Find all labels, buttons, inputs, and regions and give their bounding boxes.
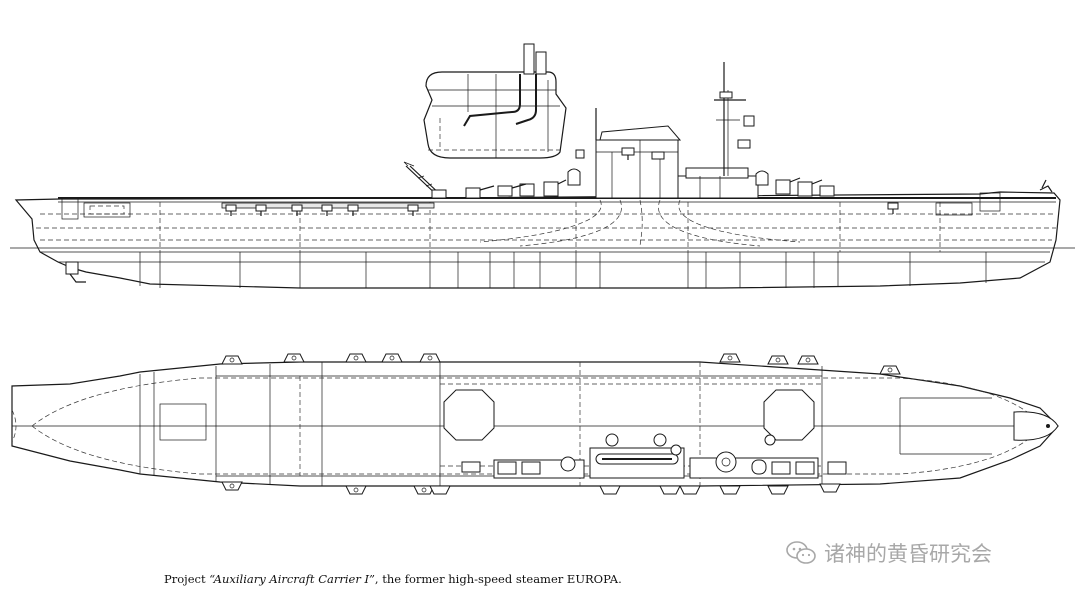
funnel-cap bbox=[599, 125, 682, 141]
watermark: 诸神的黄昏研究会 bbox=[786, 538, 992, 568]
deck-turrets bbox=[465, 149, 835, 199]
director-plan bbox=[715, 451, 737, 473]
plan-sponsons-port bbox=[221, 353, 901, 375]
figure-caption: Project “Auxiliary Aircraft Carrier I”, … bbox=[164, 572, 622, 586]
uptake-curves bbox=[479, 199, 801, 249]
island-plan bbox=[461, 433, 847, 479]
funnel-section-detail bbox=[423, 43, 567, 159]
wechat-icon bbox=[786, 541, 816, 564]
elevator-aft bbox=[443, 389, 495, 441]
island-superstructure bbox=[595, 62, 759, 199]
elevator-forward bbox=[763, 389, 815, 441]
caption-prefix: Project bbox=[164, 572, 210, 586]
bow-tip bbox=[1013, 411, 1059, 441]
plan-view bbox=[11, 353, 1059, 495]
rudder bbox=[65, 261, 79, 275]
caption-title: “Auxiliary Aircraft Carrier I” bbox=[209, 572, 375, 586]
aircraft-crane bbox=[403, 161, 447, 199]
watermark-text: 诸神的黄昏研究会 bbox=[824, 542, 992, 566]
flight-deck-outline bbox=[11, 361, 1059, 487]
hull-bulkheads bbox=[139, 252, 987, 288]
side-elevation bbox=[10, 62, 1075, 289]
caption-suffix: , the former high-speed steamer EUROPA. bbox=[374, 572, 622, 586]
bow-deck-lines bbox=[899, 397, 992, 455]
funnel-pipe bbox=[523, 43, 535, 75]
plan-sponsons-starboard bbox=[221, 481, 841, 495]
aft-lift bbox=[159, 403, 207, 441]
side-aa-mounts bbox=[225, 202, 899, 216]
stern-hangar-opening bbox=[83, 202, 131, 218]
